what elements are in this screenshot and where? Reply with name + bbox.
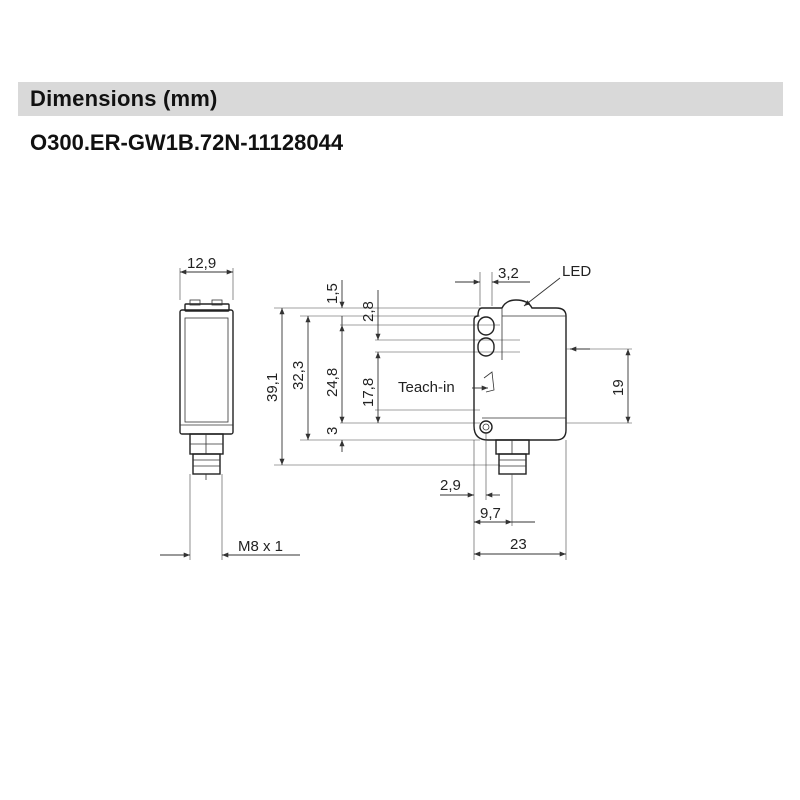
dim-height-body: 32,3 — [290, 361, 307, 390]
label-teach-in: Teach-in — [398, 379, 455, 396]
dim-offset-top: 1,5 — [324, 283, 341, 304]
side-view: 3,2 LED Teach-in 19 — [398, 263, 632, 560]
dim-connector-offset-a: 2,9 — [440, 477, 461, 494]
height-dimensions: 39,1 32,3 24,8 17,8 1,5 2,8 3 — [264, 280, 520, 466]
page-title: Dimensions (mm) — [30, 86, 218, 111]
dim-offset-bottom: 3 — [324, 427, 341, 435]
dim-height-lens-center: 17,8 — [360, 378, 377, 407]
dim-thread: M8 x 1 — [238, 538, 283, 555]
dim-led-offset: 3,2 — [498, 265, 519, 282]
dim-axis-height: 19 — [610, 379, 627, 396]
part-number: O300.ER-GW1B.72N-11128044 — [30, 130, 344, 155]
dim-connector-offset-b: 9,7 — [480, 505, 501, 522]
label-led: LED — [562, 263, 591, 280]
dim-lens-spacing: 2,8 — [360, 301, 377, 322]
header-bar — [18, 82, 783, 116]
dim-depth-total: 23 — [510, 536, 527, 553]
dim-height-upper: 24,8 — [324, 368, 341, 397]
front-view: 12,9 M8 x 1 — [160, 255, 300, 560]
dim-front-width: 12,9 — [187, 255, 216, 272]
dim-height-total: 39,1 — [264, 373, 281, 402]
